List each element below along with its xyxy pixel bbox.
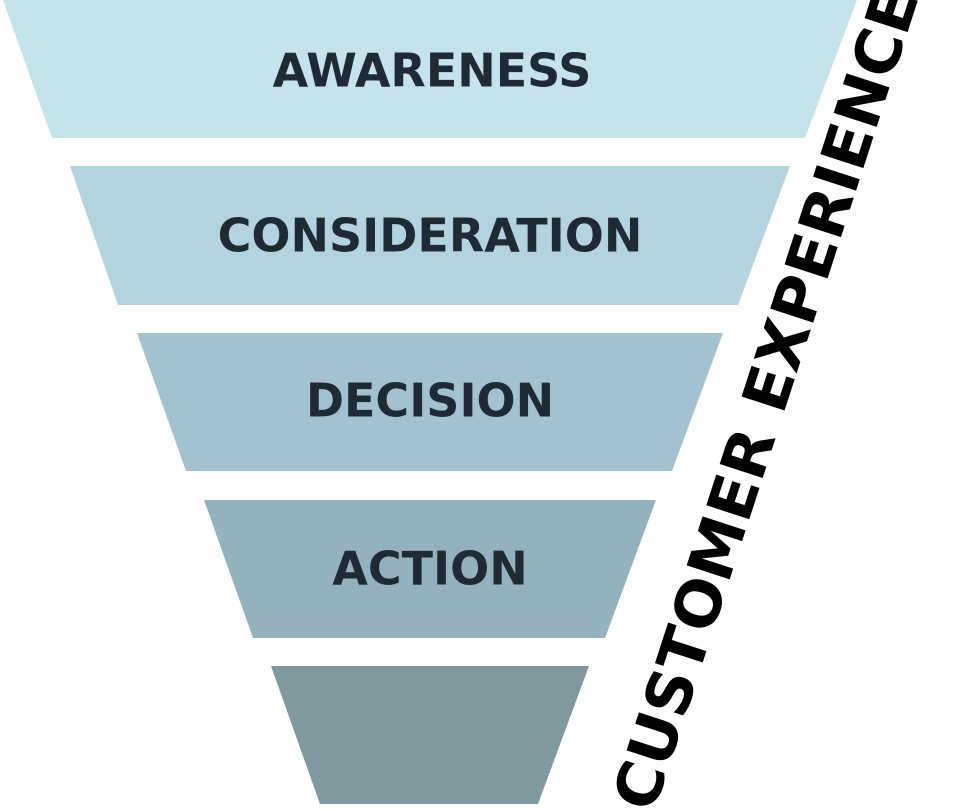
stage-label-awareness: AWARENESS [273,44,592,98]
stage-label-decision: DECISION [306,374,554,428]
funnel-stage-awareness: AWARENESS [3,0,857,138]
funnel-stage-decision: DECISION [137,333,723,471]
stage-label-action: ACTION [332,542,527,596]
funnel-stage-action: ACTION [204,500,656,638]
funnel-band-consideration [70,166,790,305]
funnel-stage-consideration: CONSIDERATION [70,166,790,305]
funnel-band-awareness [3,0,857,138]
funnel-band-bottom [271,666,589,804]
stage-label-consideration: CONSIDERATION [218,209,643,263]
funnel-band-decision [137,333,723,471]
funnel-stage-bottom [271,666,589,804]
funnel-band-action [204,500,656,638]
